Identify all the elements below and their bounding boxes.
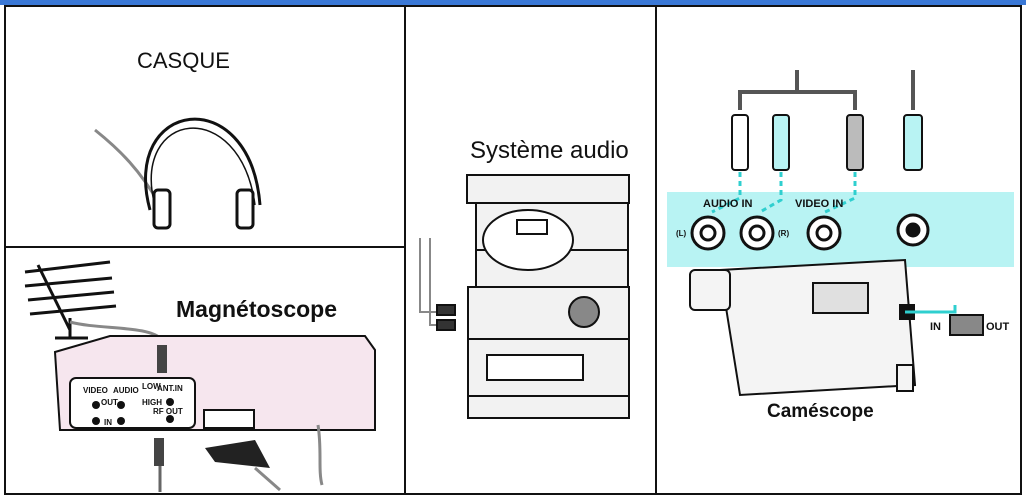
- vcr-ant-in-label: ANT.IN: [157, 384, 183, 393]
- vcr-label: Magnétoscope: [176, 296, 338, 322]
- divider-right: [655, 5, 657, 495]
- divider-horizontal: [4, 246, 405, 248]
- headphones-icon: [94, 117, 262, 230]
- camcorder-icon: [689, 258, 984, 397]
- vcr-low-label: LOW: [142, 382, 161, 391]
- av-cables-icon: [711, 70, 923, 214]
- vcr-video-label: VIDEO: [83, 386, 108, 395]
- vcr-out-label: OUT: [101, 398, 118, 407]
- vcr-rf-out-label: RF OUT: [153, 407, 183, 416]
- vcr-high-label: HIGH: [142, 398, 162, 407]
- antenna-icon: [24, 260, 164, 342]
- audio-system-icon: [419, 174, 630, 419]
- top-strip: [0, 0, 1026, 5]
- panel-grid: [4, 5, 1022, 495]
- headphones-label: CASQUE: [137, 48, 230, 73]
- right-channel-label: (R): [778, 229, 790, 238]
- vcr-body: [53, 335, 376, 492]
- input-jacks: [690, 213, 930, 251]
- divider-left: [404, 5, 406, 495]
- left-channel-label: (L): [676, 229, 687, 238]
- audio-system-label: Système audio: [470, 137, 629, 164]
- vcr-audio-label: AUDIO: [113, 386, 139, 395]
- camcorder-label: Caméscope: [767, 401, 874, 422]
- switch-in-label: IN: [930, 321, 941, 333]
- audio-in-label: AUDIO IN: [703, 198, 753, 210]
- vcr-in-label: IN: [104, 418, 112, 427]
- switch-out-label: OUT: [986, 321, 1010, 333]
- video-in-label: VIDEO IN: [795, 198, 844, 210]
